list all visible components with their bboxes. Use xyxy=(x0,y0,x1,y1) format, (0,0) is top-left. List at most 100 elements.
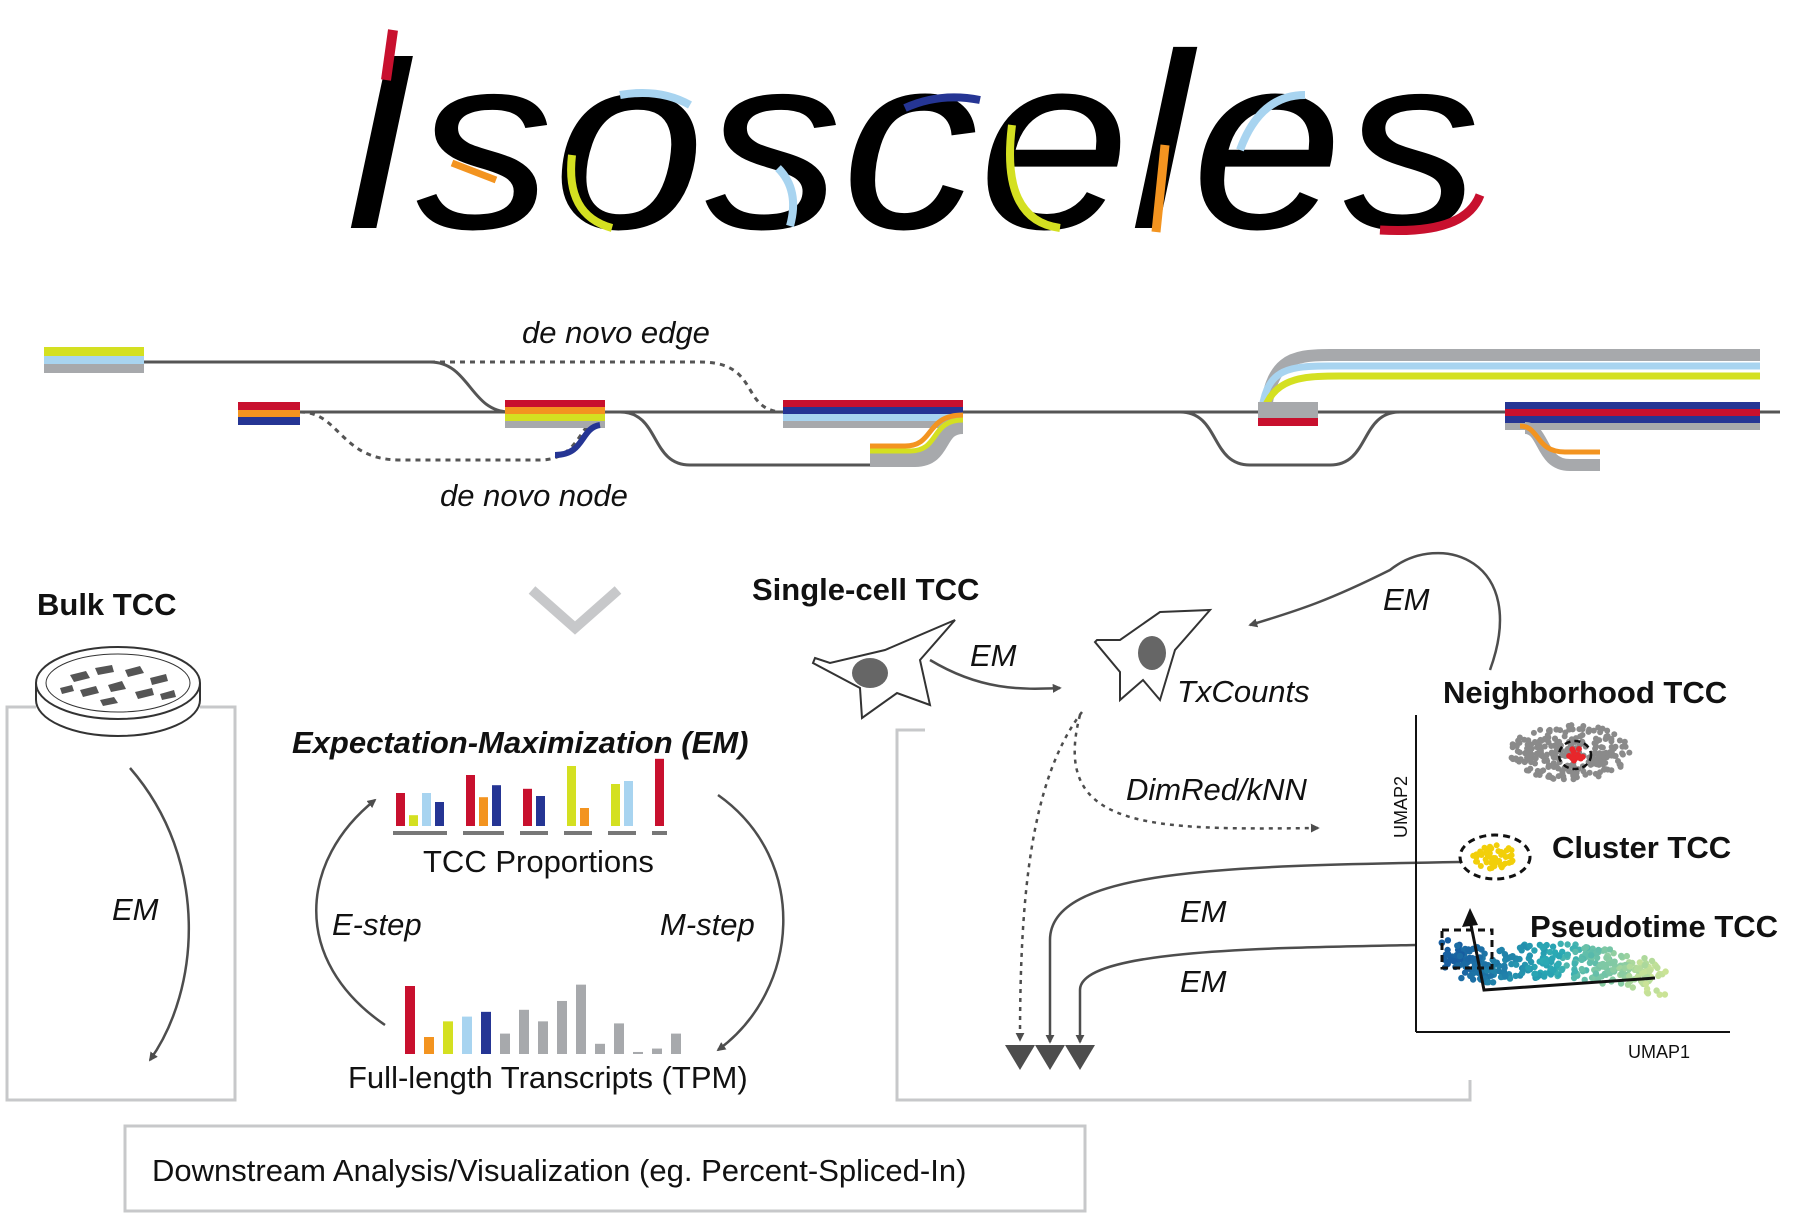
pseudotime-dot xyxy=(1465,946,1472,953)
pseudotime-dot xyxy=(1563,951,1571,959)
umap-plot: UMAP1 UMAP2 xyxy=(1391,715,1730,1062)
pseudotime-arrowhead xyxy=(1462,908,1478,927)
pseudotime-dot xyxy=(1508,960,1515,968)
pseudotime-dot xyxy=(1531,947,1538,954)
tcc-proportion-bars xyxy=(393,758,667,835)
neighborhood-dot xyxy=(1531,738,1538,745)
neighborhood-dot xyxy=(1592,770,1599,777)
neighborhood-label: Neighborhood TCC xyxy=(1443,675,1727,710)
pseudotime-dot xyxy=(1516,944,1524,951)
pseudotime-dot xyxy=(1611,958,1618,965)
transcript-bar xyxy=(519,1009,529,1054)
cluster-dot xyxy=(1482,849,1489,856)
logo-accent-lightblue-e2 xyxy=(1236,91,1306,152)
pseudotime-dot xyxy=(1623,952,1631,960)
pseudotime-dot xyxy=(1654,964,1661,971)
transcript-bar xyxy=(538,1021,548,1054)
neighborhood-dot xyxy=(1537,726,1544,733)
transcript-bar xyxy=(652,1048,662,1054)
neighborhood-dot xyxy=(1603,733,1610,740)
pseudotime-dot xyxy=(1485,979,1492,986)
pseudotime-dot xyxy=(1662,968,1669,975)
cluster-dot xyxy=(1477,851,1484,858)
pseudotime-dot xyxy=(1467,972,1474,980)
petri-dish-icon xyxy=(35,646,201,737)
single-cell-em-label: EM xyxy=(970,638,1017,673)
neighborhood-dot xyxy=(1538,768,1545,775)
single-cell-title: Single-cell TCC xyxy=(752,572,979,607)
pseudotime-dot xyxy=(1582,950,1589,957)
pseudotime-dot xyxy=(1502,973,1509,980)
logo-accent-lightblue-o xyxy=(619,89,692,109)
pseudotime-dot xyxy=(1550,966,1557,974)
pseudotime-dot xyxy=(1571,968,1579,975)
pseudotime-dot xyxy=(1458,974,1465,982)
neighborhood-dot xyxy=(1536,743,1543,750)
pseudotime-dot xyxy=(1489,979,1497,986)
pseudotime-dot xyxy=(1478,946,1485,953)
tcc-bar xyxy=(466,775,475,826)
exon-left-small xyxy=(238,402,300,425)
pseudotime-dot xyxy=(1461,969,1469,976)
transcript-bar xyxy=(443,1021,453,1054)
pseudotime-dot xyxy=(1626,972,1633,980)
tcc-bar xyxy=(580,808,589,826)
pseudotime-dot xyxy=(1595,975,1602,982)
neighborhood-dot xyxy=(1545,727,1552,734)
tcc-group-underline xyxy=(652,831,667,835)
neighborhood-dot xyxy=(1566,768,1573,775)
neighborhood-dot xyxy=(1598,744,1605,751)
pseudotime-dot xyxy=(1581,945,1588,952)
pseudotime-dot xyxy=(1629,984,1637,991)
tcc-bar xyxy=(435,802,444,826)
merge-arrowheads xyxy=(1005,1045,1095,1070)
pseudotime-dot xyxy=(1646,968,1653,975)
pseudotime-dot xyxy=(1454,942,1461,949)
dimred-arrow xyxy=(1073,714,1320,833)
umap-x-label: UMAP1 xyxy=(1628,1042,1690,1062)
neighborhood-dot xyxy=(1560,776,1567,783)
cluster-cloud xyxy=(1470,842,1516,872)
tcc-bar xyxy=(422,793,431,826)
em-top-label: EM xyxy=(1383,582,1430,617)
pseudotime-dot xyxy=(1464,956,1472,963)
exon-top-left xyxy=(44,347,144,373)
transcript-bar xyxy=(557,1000,567,1054)
pseudotime-cloud xyxy=(1438,937,1669,998)
em-pseudotime-arrow xyxy=(1075,943,1418,1044)
de-novo-edge xyxy=(140,360,781,414)
cluster-dot xyxy=(1506,859,1513,866)
neighborhood-dot xyxy=(1521,736,1528,743)
transcript-bar xyxy=(576,984,586,1054)
cluster-dot xyxy=(1498,864,1505,871)
neighborhood-dot xyxy=(1592,750,1599,757)
pseudotime-dot xyxy=(1610,966,1617,973)
pseudotime-dot xyxy=(1445,951,1452,958)
logo-accent-darkblue-c xyxy=(903,93,981,112)
pseudotime-dot xyxy=(1513,961,1520,968)
neighborhood-dot xyxy=(1595,724,1602,731)
neighborhood-dot xyxy=(1556,738,1563,745)
neighborhood-cloud xyxy=(1508,722,1633,783)
tcc-proportions-label: TCC Proportions xyxy=(423,844,654,879)
pseudotime-dot xyxy=(1626,963,1634,970)
pseudotime-dot xyxy=(1641,955,1648,962)
dimred-label: DimRed/kNN xyxy=(1126,772,1307,807)
pseudotime-dot xyxy=(1588,952,1595,959)
txcounts-dotted-arrow xyxy=(1015,711,1083,1042)
neighborhood-dot xyxy=(1612,743,1619,750)
logo-accent-lightblue-s2 xyxy=(775,165,798,228)
neighborhood-dot xyxy=(1545,773,1552,780)
neighborhood-dot xyxy=(1619,751,1626,758)
neighborhood-dot xyxy=(1527,765,1534,772)
pseudotime-dot xyxy=(1488,972,1495,979)
pseudotime-dot xyxy=(1509,953,1516,960)
neighborhood-dot xyxy=(1525,739,1532,746)
logo-word: Isosceles xyxy=(340,2,1480,281)
tcc-group-underline xyxy=(463,831,504,835)
pseudotime-dot xyxy=(1546,948,1554,956)
graph-edge-lower-right xyxy=(1179,410,1401,467)
e-step-label: E-step xyxy=(332,907,422,942)
pseudotime-dot xyxy=(1599,960,1607,968)
